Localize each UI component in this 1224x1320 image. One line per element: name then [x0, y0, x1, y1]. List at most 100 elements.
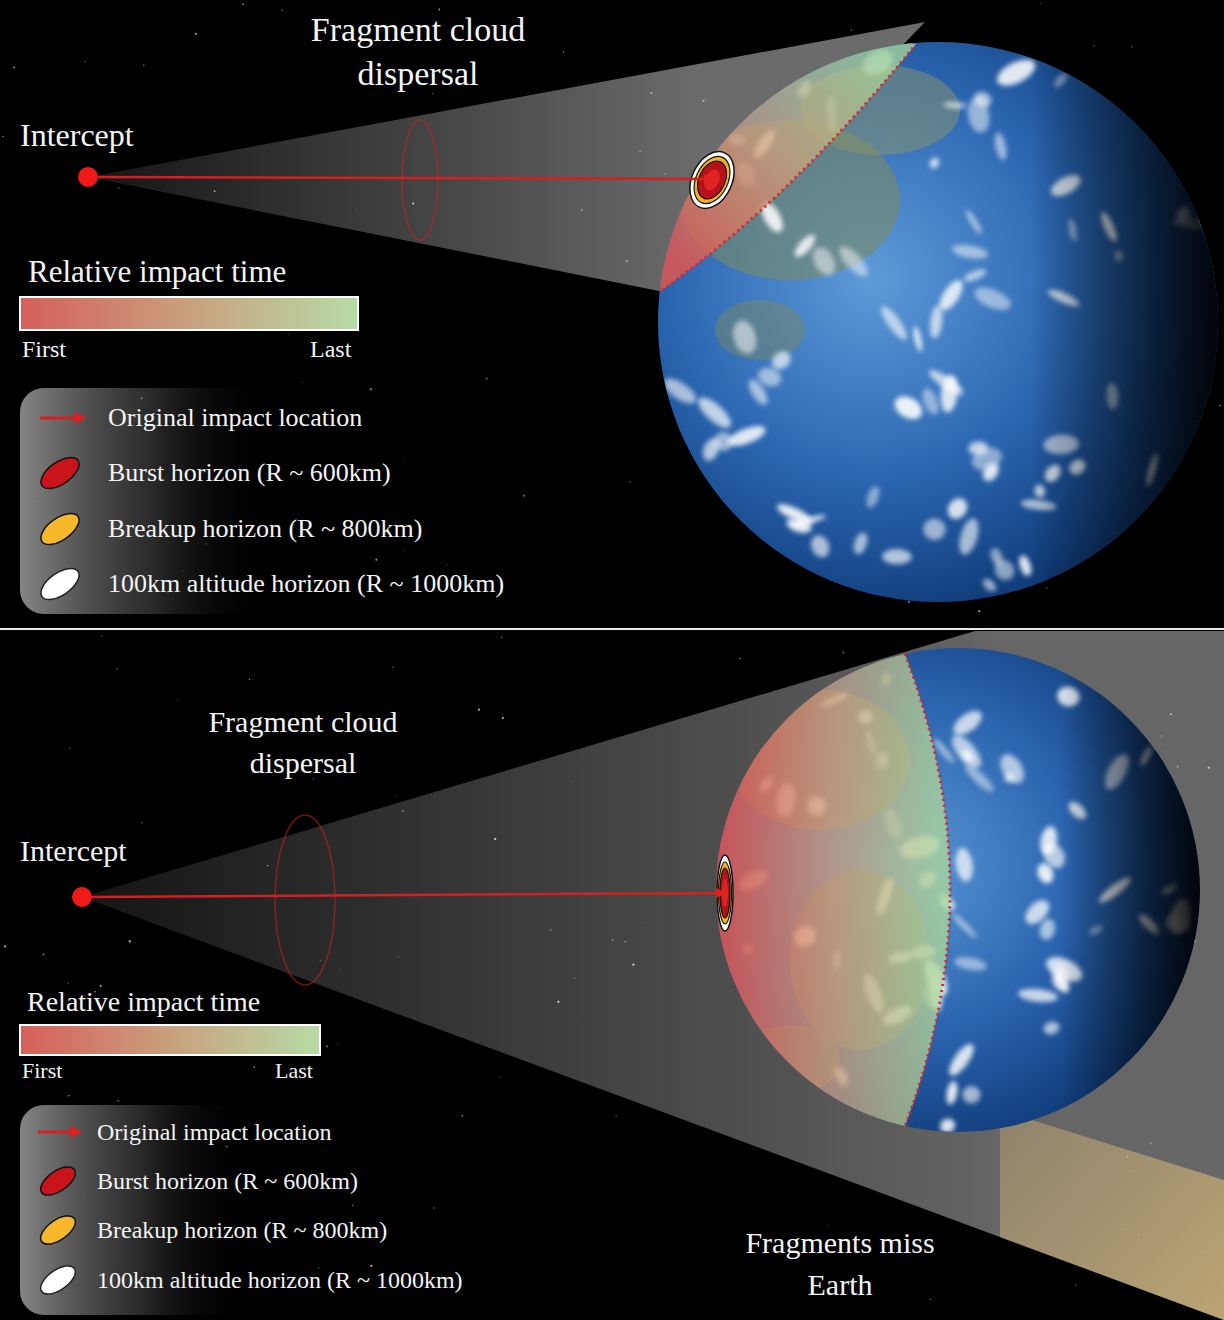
- star: [432, 93, 433, 94]
- star: [563, 51, 564, 52]
- star: [502, 717, 504, 719]
- star: [117, 1100, 119, 1102]
- star: [615, 1115, 616, 1116]
- label-holder: Fragment cloud dispersal: [163, 701, 443, 783]
- cone-section: [275, 815, 335, 985]
- star: [253, 1066, 255, 1068]
- star: [433, 1207, 434, 1208]
- colorbar-end: Last: [275, 1058, 313, 1084]
- star: [478, 709, 480, 711]
- legend-entry: 100km altitude horizon (R ~ 1000km): [108, 568, 504, 599]
- legend-text: Original impact location: [108, 402, 362, 433]
- star: [2, 136, 3, 137]
- legend-swatch: [36, 562, 85, 605]
- legend-entry: Burst horizon (R ~ 600km): [108, 457, 391, 488]
- star: [908, 601, 910, 603]
- star: [370, 388, 372, 390]
- legend-text: Breakup horizon (R ~ 800km): [108, 513, 422, 544]
- star: [523, 494, 525, 496]
- legend-entry: 100km altitude horizon (R ~ 1000km): [97, 1266, 463, 1295]
- legend-text: Breakup horizon (R ~ 800km): [97, 1216, 387, 1245]
- label-holder: Intercept: [20, 834, 127, 868]
- intercept-point: [72, 887, 92, 907]
- star: [337, 1043, 339, 1045]
- star: [485, 377, 487, 379]
- legend-entry: Original impact location: [97, 1118, 332, 1147]
- earth-globe: [600, 0, 1218, 602]
- fragment-cone: [82, 631, 1224, 1320]
- legend-entry: Burst horizon (R ~ 600km): [97, 1167, 358, 1196]
- legend-text: 100km altitude horizon (R ~ 1000km): [108, 568, 504, 599]
- label-holder: Fragment cloud dispersal: [268, 8, 568, 96]
- star: [403, 550, 405, 552]
- star: [392, 666, 393, 667]
- intercept-label: Intercept: [20, 834, 127, 868]
- star: [68, 1095, 69, 1096]
- star: [326, 1045, 328, 1047]
- star: [68, 982, 69, 983]
- star: [352, 1204, 354, 1206]
- cone-section: [402, 120, 438, 240]
- label-holder: Intercept: [20, 117, 134, 153]
- legend-swatch: [36, 451, 85, 494]
- star: [375, 559, 377, 561]
- star: [242, 4, 244, 6]
- star: [69, 748, 70, 749]
- star: [177, 699, 179, 701]
- missing-fragments-band: [1000, 1110, 1224, 1320]
- star: [287, 333, 289, 335]
- star: [249, 679, 250, 680]
- legend-text: Original impact location: [97, 1118, 332, 1147]
- star: [43, 954, 45, 956]
- cloud-label: Fragment cloud dispersal: [268, 8, 568, 96]
- label-holder: Last: [275, 1058, 313, 1084]
- ocean: [716, 648, 1200, 1132]
- legend-arrow: [40, 417, 84, 420]
- intercept-label: Intercept: [20, 117, 134, 153]
- legend-swatch: [36, 1161, 80, 1200]
- legend-swatch: [36, 507, 85, 550]
- star: [1046, 587, 1047, 588]
- label-holder: Fragments miss Earth: [720, 1222, 960, 1306]
- star: [403, 458, 405, 460]
- night-shade: [658, 42, 1218, 602]
- star: [851, 29, 852, 30]
- star: [842, 652, 844, 654]
- star: [501, 637, 502, 638]
- ocean: [658, 42, 1218, 602]
- colorbar: [20, 1025, 320, 1055]
- colorbar-end: Last: [310, 335, 351, 363]
- legend-entry: Breakup horizon (R ~ 800km): [108, 513, 422, 544]
- colorbar: [20, 297, 358, 330]
- star: [462, 1115, 463, 1116]
- star: [281, 10, 282, 11]
- star: [143, 65, 144, 66]
- star: [739, 658, 740, 659]
- globe-surface: [600, 0, 1218, 602]
- legend-swatch: [36, 1260, 80, 1299]
- star: [195, 33, 197, 35]
- star: [13, 67, 15, 69]
- intercept-point: [78, 167, 98, 187]
- star: [118, 187, 120, 189]
- label-holder: Last: [310, 335, 351, 363]
- star: [370, 1265, 372, 1267]
- star: [446, 564, 447, 565]
- label-holder: First: [22, 1058, 62, 1084]
- cloud-label: Fragment cloud dispersal: [163, 701, 443, 783]
- impact-arrow: [98, 177, 712, 179]
- legend-text: 100km altitude horizon (R ~ 1000km): [97, 1266, 463, 1295]
- colorbar-end: First: [22, 1058, 62, 1084]
- legend-entry: Original impact location: [108, 402, 362, 433]
- legend-text: Burst horizon (R ~ 600km): [108, 457, 391, 488]
- star: [141, 822, 143, 824]
- legend-entry: Breakup horizon (R ~ 800km): [97, 1216, 387, 1245]
- star: [1131, 46, 1132, 47]
- star: [1040, 3, 1041, 4]
- panel-divider: [0, 628, 1224, 630]
- star: [1093, 45, 1094, 46]
- star: [629, 481, 631, 483]
- label-holder: Relative impact time: [28, 254, 286, 290]
- night-shade: [716, 648, 1200, 1132]
